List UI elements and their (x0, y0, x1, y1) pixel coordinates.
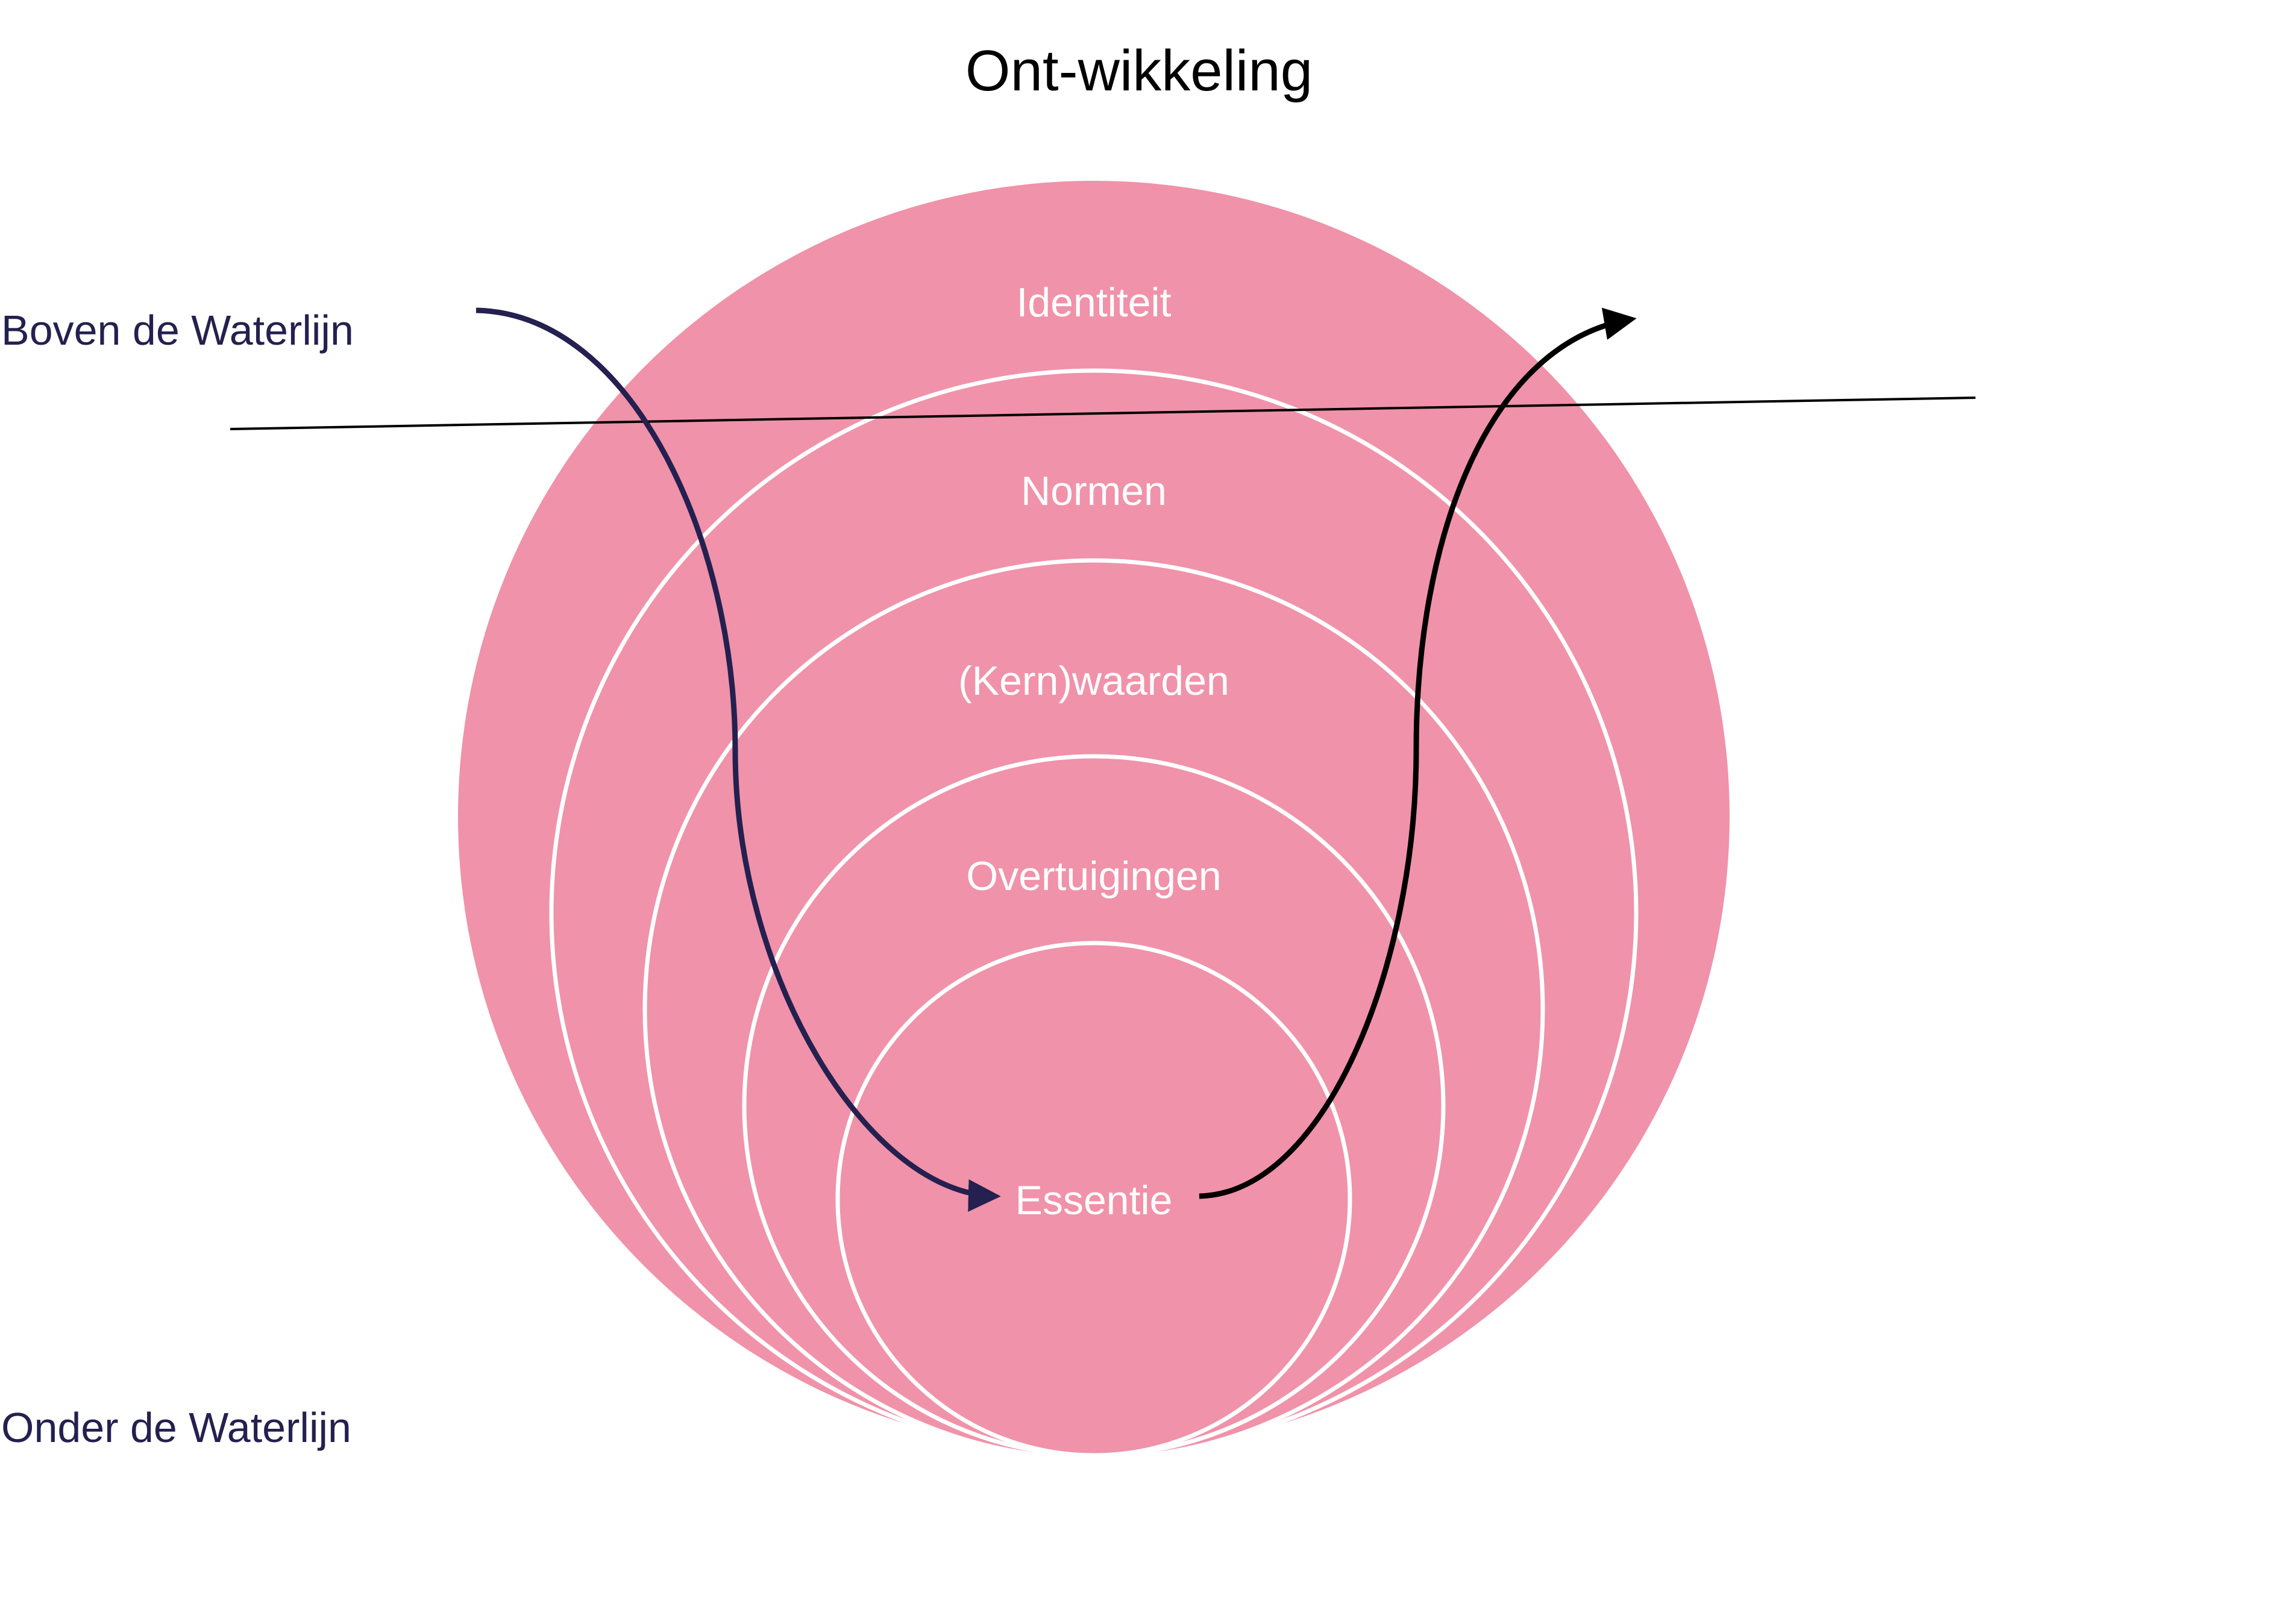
label-essentie: Essentie (1015, 1177, 1173, 1223)
diagram-title: Ont-wikkeling (965, 39, 1313, 103)
label-normen: Normen (1021, 468, 1167, 514)
label-below-waterline: Onder de Waterlijn (1, 1404, 351, 1451)
descend-arrow (475, 307, 1001, 1212)
waterline (230, 397, 1976, 430)
label-overtuigingen: Overtuigingen (966, 853, 1221, 899)
label-above-waterline: Boven de Waterlijn (1, 307, 354, 354)
layer-circles (458, 181, 1730, 1461)
label-kernwaarden: (Kern)waarden (958, 658, 1229, 704)
circle-essentie (835, 941, 1352, 1458)
label-identiteit: Identiteit (1016, 280, 1171, 325)
ascend-arrow (1199, 307, 1637, 1199)
